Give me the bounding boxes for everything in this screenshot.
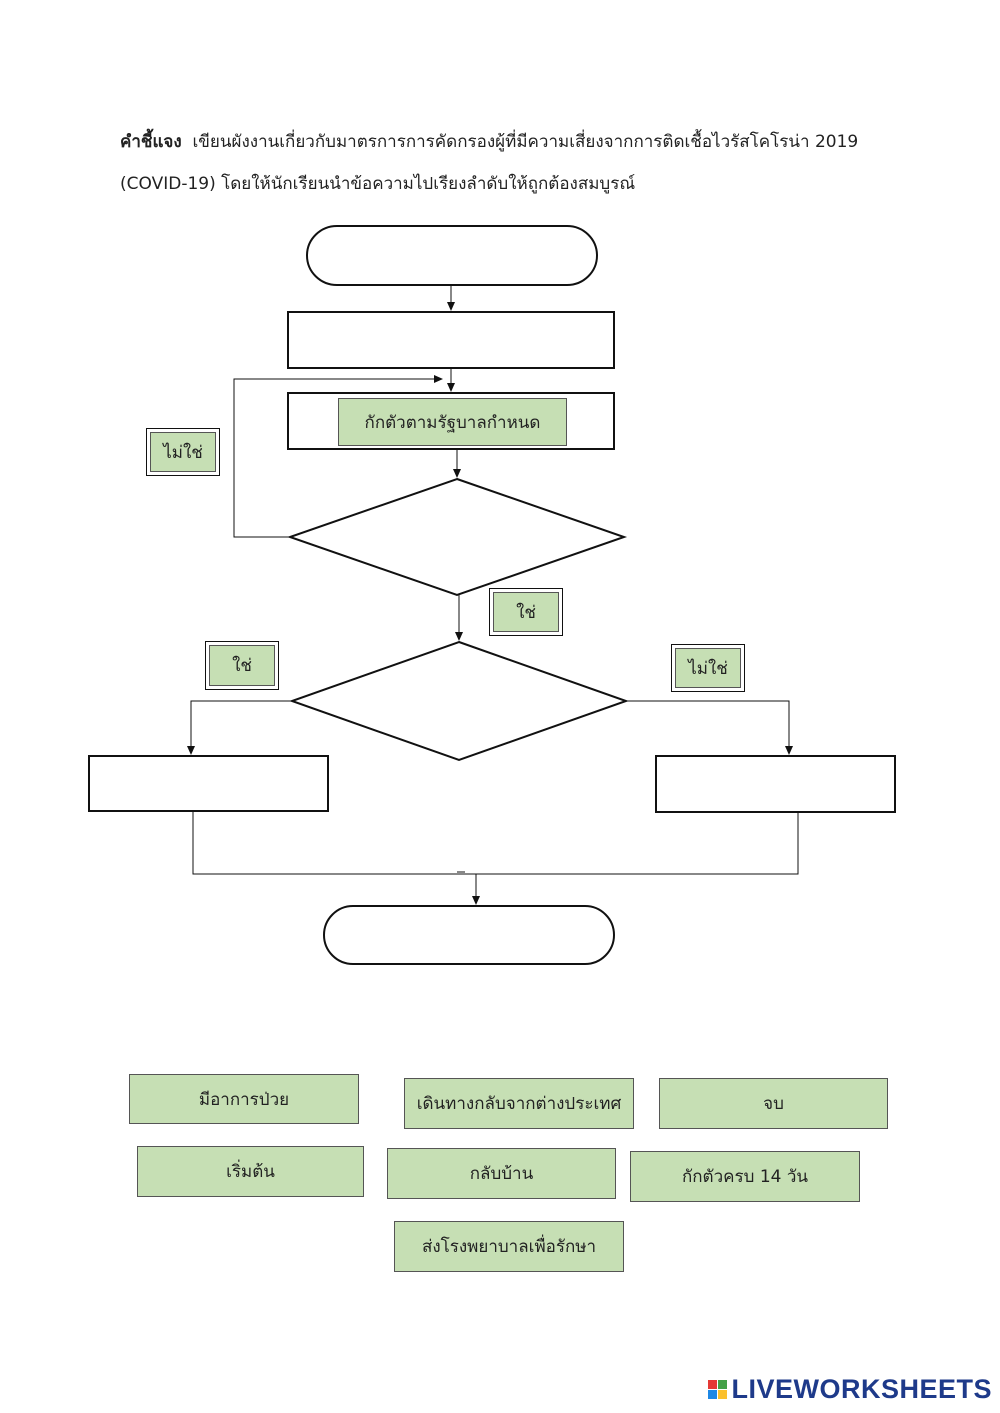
connector-merge (192, 811, 799, 875)
label-yes-left-text: ใช่ (209, 645, 275, 686)
instructions-line-1: คำชี้แจง เขียนผังงานเกี่ยวกับมาตรการการค… (120, 128, 858, 155)
logo-square-green (718, 1380, 728, 1389)
connector-decision2-to-right (626, 700, 793, 755)
placed-process-card[interactable]: กักตัวตามรัฐบาลกำหนด (338, 398, 567, 446)
connector-loop-no (233, 375, 443, 538)
instructions-line-2: (COVID-19) โดยให้นักเรียนนำข้อความไปเรีย… (120, 170, 635, 197)
label-no-right-text: ไม่ใช่ (675, 648, 741, 688)
answer-card-start[interactable]: เริ่มต้น (137, 1146, 364, 1197)
label-no-left: ไม่ใช่ (146, 428, 220, 476)
answer-card-send-hospital[interactable]: ส่งโรงพยาบาลเพื่อรักษา (394, 1221, 624, 1272)
answer-card-sick[interactable]: มีอาการป่วย (129, 1074, 359, 1124)
end-terminator[interactable] (323, 905, 615, 965)
instructions-text-1: เขียนผังงานเกี่ยวกับมาตรการการคัดกรองผู้… (192, 132, 859, 152)
answer-card-end[interactable]: จบ (659, 1078, 888, 1129)
label-yes-left: ใช่ (205, 641, 279, 690)
answer-card-returned-abroad[interactable]: เดินทางกลับจากต่างประเทศ (404, 1078, 634, 1129)
result-box-left[interactable] (88, 755, 329, 812)
decision-diamond-1[interactable] (286, 477, 628, 597)
instructions-text-2: (COVID-19) โดยให้นักเรียนนำข้อความไปเรีย… (120, 174, 636, 194)
logo-square-red (708, 1380, 718, 1389)
logo-square-yellow (718, 1390, 728, 1399)
instructions-label: คำชี้แจง (120, 132, 182, 152)
process-box-1[interactable] (287, 311, 615, 369)
logo-squares-icon (708, 1380, 728, 1399)
answer-card-go-home[interactable]: กลับบ้าน (387, 1148, 616, 1199)
decision-diamond-2[interactable] (288, 640, 630, 762)
liveworksheets-logo: LIVEWORKSHEETS (708, 1374, 992, 1405)
label-no-right: ไม่ใช่ (671, 644, 745, 692)
label-yes-mid-text: ใช่ (493, 592, 559, 632)
label-no-left-text: ไม่ใช่ (150, 432, 216, 472)
label-yes-mid: ใช่ (489, 588, 563, 636)
result-box-right[interactable] (655, 755, 896, 813)
answer-card-quarantine-14-days[interactable]: กักตัวครบ 14 วัน (630, 1151, 860, 1202)
logo-text: LIVEWORKSHEETS (731, 1374, 992, 1404)
start-terminator[interactable] (306, 225, 598, 286)
logo-square-blue (708, 1390, 718, 1399)
connector-decision2-to-left (187, 700, 292, 755)
